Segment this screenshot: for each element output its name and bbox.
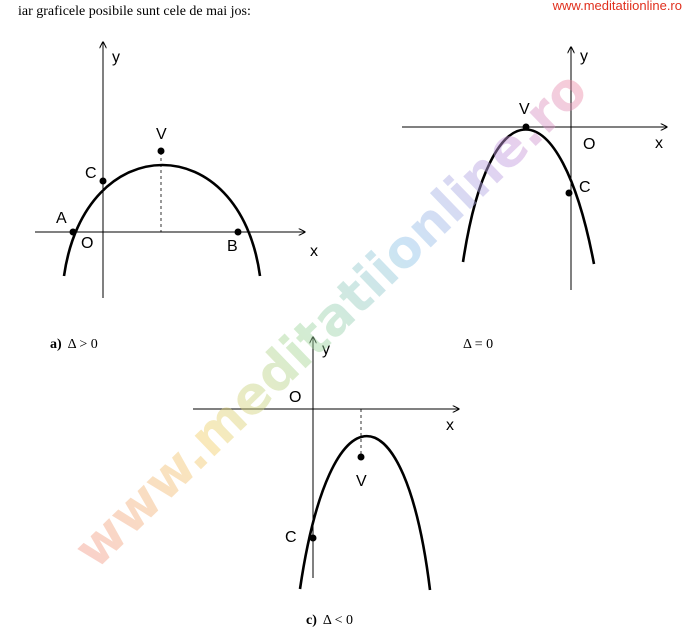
graph-c-label-x: x [446, 417, 454, 434]
graph-c-label-c: C [285, 529, 297, 546]
graph-c-label-v: V [356, 473, 367, 490]
graph-c-label-o: O [289, 389, 301, 406]
graph-b-label-o: O [583, 136, 595, 153]
graph-c-label-y: y [322, 341, 330, 358]
graph-a-label-c: C [85, 165, 97, 182]
graph-a-label-o: O [81, 235, 93, 252]
graph-a-label-b: B [227, 238, 238, 255]
graph-a: y x V C A O B a)Δ > 0 [35, 42, 318, 352]
graph-b-point-c [565, 189, 573, 197]
graph-c: y O x V C c)Δ < 0 [193, 337, 459, 628]
graph-b: y x V O C Δ = 0 [402, 47, 667, 352]
graph-b-label-c: C [579, 179, 591, 196]
graph-a-point-v [157, 147, 165, 155]
site-url[interactable]: www.meditatiionline.ro [552, 0, 682, 13]
graph-a-label-x: x [310, 243, 318, 260]
graph-b-caption: Δ = 0 [463, 337, 493, 352]
graph-a-parabola [62, 163, 262, 277]
graph-c-point-v [357, 453, 365, 461]
graph-a-point-c [99, 177, 107, 185]
graph-a-point-b [234, 228, 242, 236]
graph-c-caption: c)Δ < 0 [306, 613, 353, 628]
intro-text: iar graficele posibile sunt cele de mai … [18, 4, 251, 19]
graph-c-point-c [309, 534, 317, 542]
graph-c-parabola [298, 435, 432, 591]
graph-a-label-v: V [156, 126, 167, 143]
graph-b-point-v [522, 123, 530, 131]
graph-a-label-y: y [112, 49, 120, 66]
graph-b-label-x: x [655, 135, 663, 152]
graph-a-point-a [69, 228, 77, 236]
graph-a-label-a: A [56, 210, 67, 227]
graph-b-label-v: V [519, 101, 530, 118]
watermark: www.meditatiionline.ro [63, 59, 599, 580]
graph-a-caption: a)Δ > 0 [50, 337, 98, 352]
graph-b-label-y: y [580, 48, 588, 65]
